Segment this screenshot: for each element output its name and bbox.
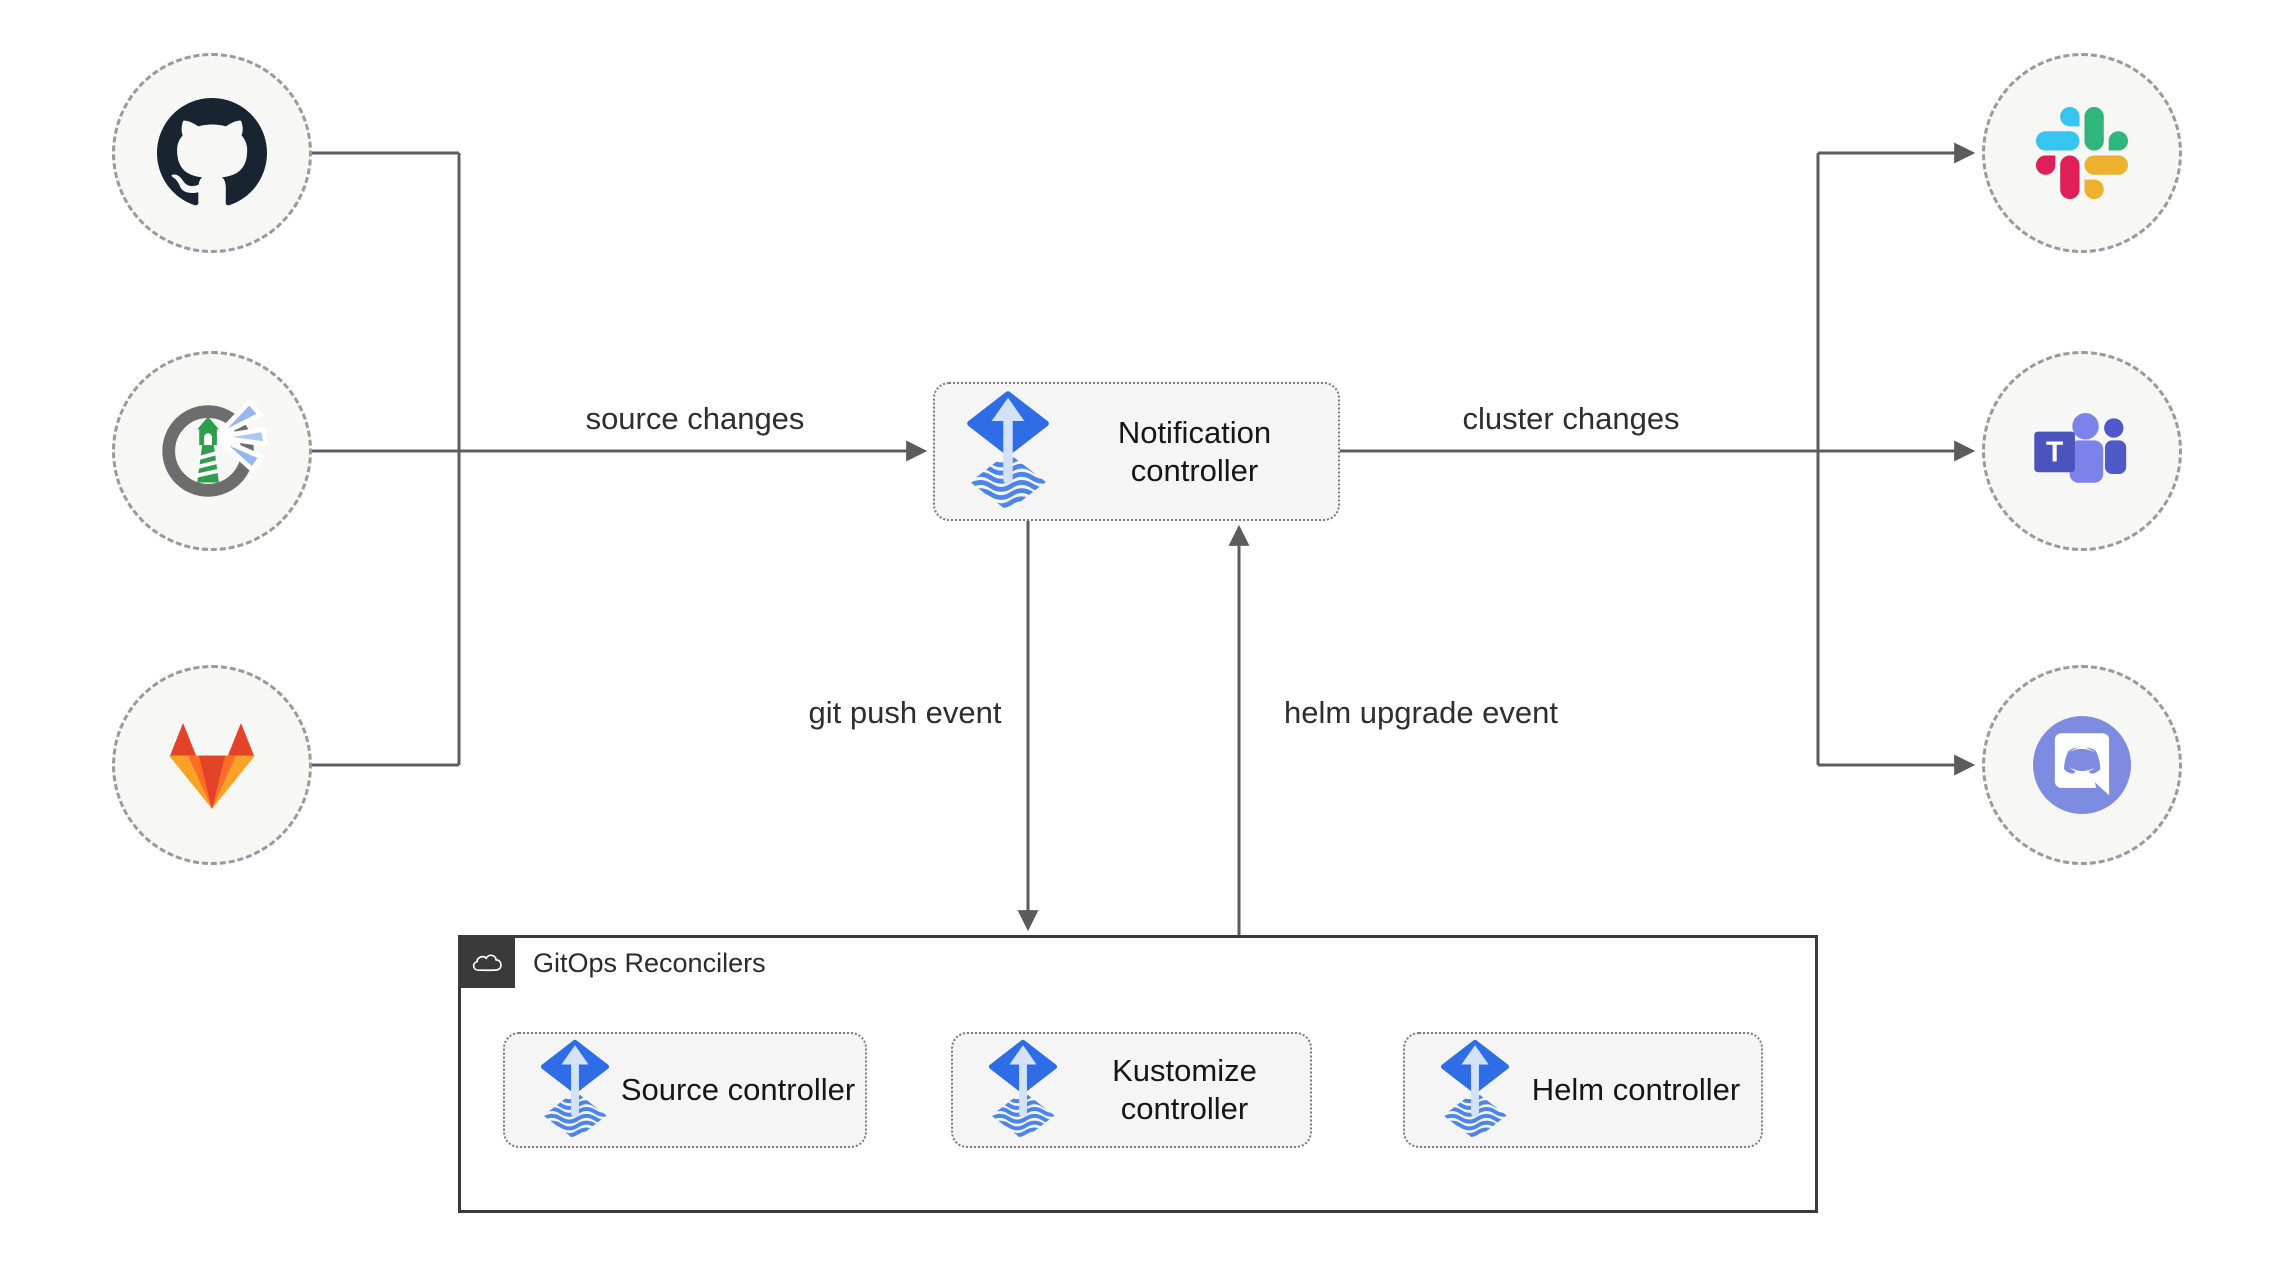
source-controller-node: Source controller	[503, 1032, 867, 1148]
slack-node	[1982, 53, 2182, 253]
source-controller-label: Source controller	[620, 1072, 856, 1108]
flux-icon	[987, 1038, 1059, 1142]
teams-icon: T	[2034, 413, 2127, 483]
github-icon	[157, 98, 267, 206]
cloud-icon	[472, 954, 502, 972]
notification-controller-node: Notification controller	[933, 382, 1340, 521]
container-badge	[461, 938, 515, 988]
discord-icon	[2033, 716, 2131, 814]
flux-icon	[1439, 1038, 1511, 1142]
teams-letter: T	[2046, 436, 2063, 468]
harbor-node	[112, 351, 312, 551]
edge-label-source-changes: source changes	[585, 401, 805, 436]
edge-label-git-push-event: git push event	[808, 695, 1002, 730]
slack-icon	[2036, 107, 2128, 199]
github-node	[112, 53, 312, 253]
flux-icon	[965, 389, 1051, 514]
discord-node	[1982, 665, 2182, 865]
harbor-icon	[162, 398, 270, 497]
gitlab-node	[112, 665, 312, 865]
edge-label-helm-upgrade-event: helm upgrade event	[1283, 695, 1559, 730]
gitlab-icon	[169, 723, 255, 809]
helm-controller-node: Helm controller	[1403, 1032, 1763, 1148]
container-title: GitOps Reconcilers	[533, 948, 766, 978]
kustomize-controller-label: Kustomize controller	[1112, 1053, 1257, 1126]
notification-controller-label: Notification controller	[1117, 414, 1272, 488]
helm-controller-label: Helm controller	[1531, 1072, 1741, 1108]
kustomize-controller-node: Kustomize controller	[951, 1032, 1312, 1148]
edge-label-cluster-changes: cluster changes	[1462, 401, 1680, 436]
teams-node: T	[1982, 351, 2182, 551]
flux-icon	[539, 1038, 611, 1142]
